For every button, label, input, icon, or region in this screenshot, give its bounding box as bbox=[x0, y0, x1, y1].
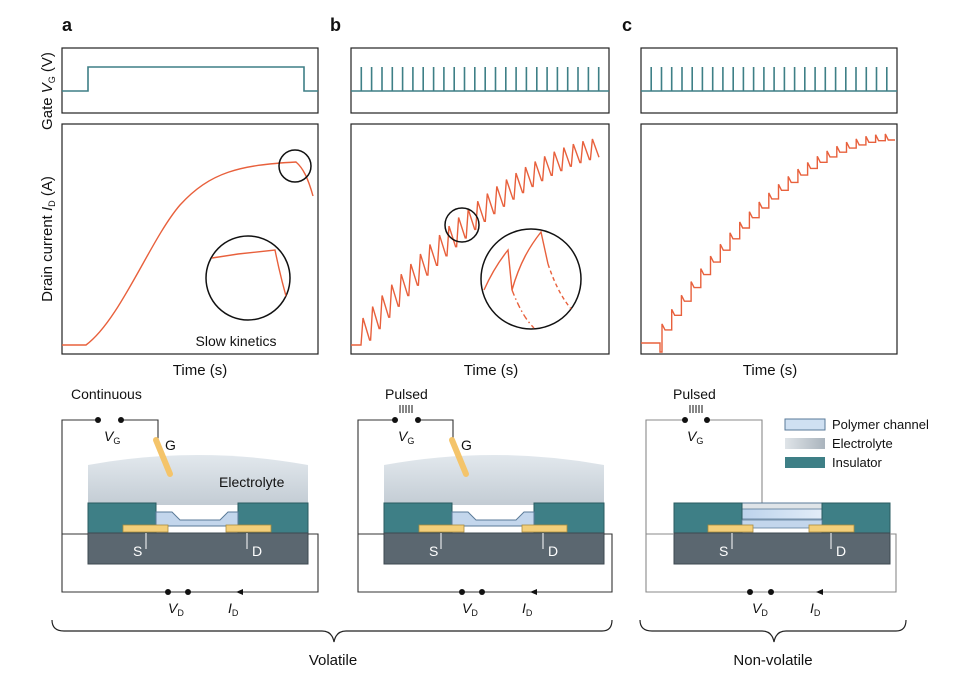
volatile-label: Volatile bbox=[309, 652, 357, 669]
svg-text:G: G bbox=[165, 437, 176, 453]
time-label-a: Time (s) bbox=[173, 362, 227, 379]
mode-label-a: Continuous bbox=[71, 386, 142, 402]
gate-axis-label: Gate VG (V) bbox=[39, 52, 57, 130]
nonvolatile-label: Non-volatile bbox=[733, 652, 812, 669]
gate-pulses-b bbox=[351, 67, 609, 92]
legend-swatch-electrolyte bbox=[785, 438, 825, 449]
zoom-trace-b bbox=[483, 230, 549, 291]
legend-label-electrolyte: Electrolyte bbox=[832, 436, 893, 451]
legend-label-polymer: Polymer channel bbox=[832, 417, 929, 432]
mode-label-b: Pulsed bbox=[385, 386, 428, 402]
panel-letter-c: c bbox=[622, 15, 632, 35]
legend: Polymer channel Electrolyte Insulator bbox=[784, 417, 929, 470]
legend-label-insulator: Insulator bbox=[832, 455, 883, 470]
zoom-marker-b bbox=[444, 207, 480, 243]
device-a: Continuous VG Electrolyte S D G VD ID bbox=[61, 386, 319, 618]
electrolyte-a bbox=[88, 455, 308, 505]
svg-text:VG: VG bbox=[398, 428, 414, 446]
gate-plot-b bbox=[350, 47, 610, 114]
gate-plot-a bbox=[61, 47, 319, 114]
svg-text:ID: ID bbox=[522, 600, 533, 618]
svg-text:VG: VG bbox=[104, 428, 120, 446]
svg-text:D: D bbox=[252, 543, 262, 559]
svg-text:VG: VG bbox=[687, 428, 703, 446]
svg-text:VD: VD bbox=[462, 600, 478, 618]
drain-plot-c bbox=[640, 123, 898, 355]
panel-letter-b: b bbox=[330, 15, 341, 35]
drain-trace-c bbox=[641, 133, 895, 353]
drain-plot-b bbox=[350, 123, 610, 355]
zoom-circle-a bbox=[205, 235, 291, 321]
zoom-marker-a bbox=[278, 149, 312, 183]
volatile-brace bbox=[51, 619, 613, 643]
nonvolatile-brace bbox=[639, 619, 907, 643]
gate-pulses-c bbox=[641, 67, 897, 92]
gate-trace-a bbox=[62, 66, 318, 92]
zoom-dashdot-b bbox=[511, 289, 535, 329]
svg-text:G: G bbox=[461, 437, 472, 453]
svg-text:S: S bbox=[133, 543, 142, 559]
time-label-b: Time (s) bbox=[464, 362, 518, 379]
svg-text:ID: ID bbox=[810, 600, 821, 618]
svg-text:ID: ID bbox=[228, 600, 239, 618]
svg-text:VD: VD bbox=[168, 600, 184, 618]
zoom-circle-b bbox=[480, 228, 582, 330]
slow-kinetics-label: Slow kinetics bbox=[196, 333, 277, 349]
drain-plot-a bbox=[61, 123, 319, 355]
drain-trace-a bbox=[62, 161, 314, 346]
svg-text:D: D bbox=[836, 543, 846, 559]
legend-swatch-polymer bbox=[784, 418, 826, 431]
svg-text:D: D bbox=[548, 543, 558, 559]
svg-text:S: S bbox=[429, 543, 438, 559]
gate-plot-c bbox=[640, 47, 898, 114]
svg-text:VD: VD bbox=[752, 600, 768, 618]
device-c: Pulsed VG S D VD ID Polymer channel Elec… bbox=[645, 386, 929, 618]
device-b: Pulsed VG S D G VD ID bbox=[357, 386, 613, 618]
panel-letter-a: a bbox=[62, 15, 73, 35]
legend-swatch-insulator bbox=[785, 457, 825, 468]
time-label-c: Time (s) bbox=[743, 362, 797, 379]
electrolyte-label: Electrolyte bbox=[219, 474, 285, 490]
svg-text:S: S bbox=[719, 543, 728, 559]
drain-axis-label: Drain current ID (A) bbox=[39, 176, 57, 302]
mode-label-c: Pulsed bbox=[673, 386, 716, 402]
